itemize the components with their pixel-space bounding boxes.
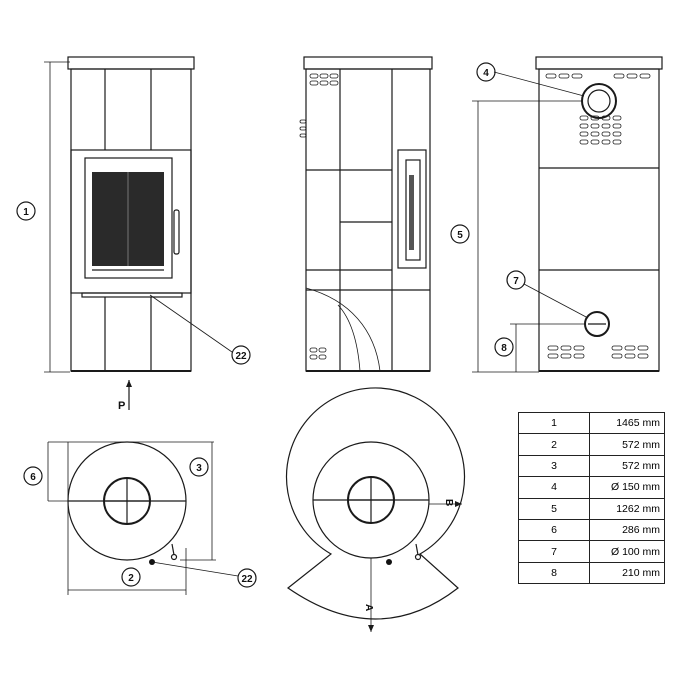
- back-top-plate: [535, 56, 663, 70]
- ash-callout-circle-plan: [237, 568, 257, 588]
- table-index-cell: 2: [518, 433, 590, 456]
- ash-callout-label-plan: 22: [241, 574, 253, 585]
- back-body: [538, 68, 660, 372]
- clearance-b-label: B: [443, 499, 454, 506]
- air-inlet-callout-label: 7: [513, 276, 519, 287]
- table-index-cell: 4: [518, 476, 590, 499]
- air-inlet-height-callout-circle: [494, 337, 514, 357]
- side-vent-top: [299, 73, 339, 138]
- table-index-cell: 6: [518, 518, 590, 542]
- width-callout-circle: [121, 567, 141, 587]
- table-value-cell: 572 mm: [589, 433, 665, 456]
- front-window-frame: [84, 157, 173, 279]
- height-callout-label: 1: [23, 207, 29, 218]
- back-vent-bottom: [547, 345, 649, 359]
- flue-callout-label: 4: [483, 68, 489, 79]
- offset-callout-label: 6: [30, 472, 36, 483]
- clearance-view: B A: [285, 387, 466, 632]
- side-window: [405, 159, 421, 261]
- back-view: 4 5 7 8: [450, 56, 663, 373]
- clearance-a-label: A: [363, 604, 374, 611]
- air-inlet-callout-circle: [506, 270, 526, 290]
- width-callout-label: 2: [128, 573, 134, 584]
- door-handle: [173, 209, 180, 255]
- offset-callout-circle: [23, 466, 43, 486]
- flue-outlet: [581, 83, 617, 119]
- view-direction-label: P: [118, 400, 125, 412]
- table-index-cell: 3: [518, 454, 590, 478]
- table-value-cell: 286 mm: [589, 518, 665, 542]
- side-view: [299, 56, 433, 372]
- table-index-cell: 7: [518, 540, 590, 563]
- side-vent-bottom: [309, 347, 327, 360]
- side-door-panel: [397, 149, 427, 269]
- height-callout-circle: [16, 201, 36, 221]
- depth-callout-circle: [189, 457, 209, 477]
- clearance-outline: [285, 387, 466, 620]
- flue-callout-circle: [476, 62, 496, 82]
- table-value-cell: Ø 100 mm: [589, 540, 665, 563]
- depth-callout-label: 3: [196, 463, 202, 474]
- side-top-plate: [303, 56, 433, 70]
- front-top-plate: [67, 56, 195, 70]
- table-value-cell: 210 mm: [589, 561, 665, 585]
- air-inlet-height-callout-label: 8: [501, 343, 507, 354]
- table-value-cell: 572 mm: [589, 454, 665, 478]
- plan-view: 6 3 2 22: [23, 441, 257, 595]
- flue-height-callout-circle: [450, 224, 470, 244]
- flue-height-callout-label: 5: [457, 230, 463, 241]
- table-value-cell: Ø 150 mm: [589, 476, 665, 499]
- table-value-cell: 1262 mm: [589, 497, 665, 520]
- table-index-cell: 8: [518, 561, 590, 585]
- side-base-curve: [305, 287, 381, 372]
- table-index-cell: 5: [518, 497, 590, 520]
- table-index-cell: 1: [518, 411, 590, 435]
- ash-callout-label-front: 22: [235, 351, 247, 362]
- ash-callout-circle-front: [231, 345, 251, 365]
- table-value-cell: 1465 mm: [589, 411, 665, 435]
- ash-pan-strip: [81, 292, 183, 298]
- front-view: 1 22 P: [16, 56, 251, 412]
